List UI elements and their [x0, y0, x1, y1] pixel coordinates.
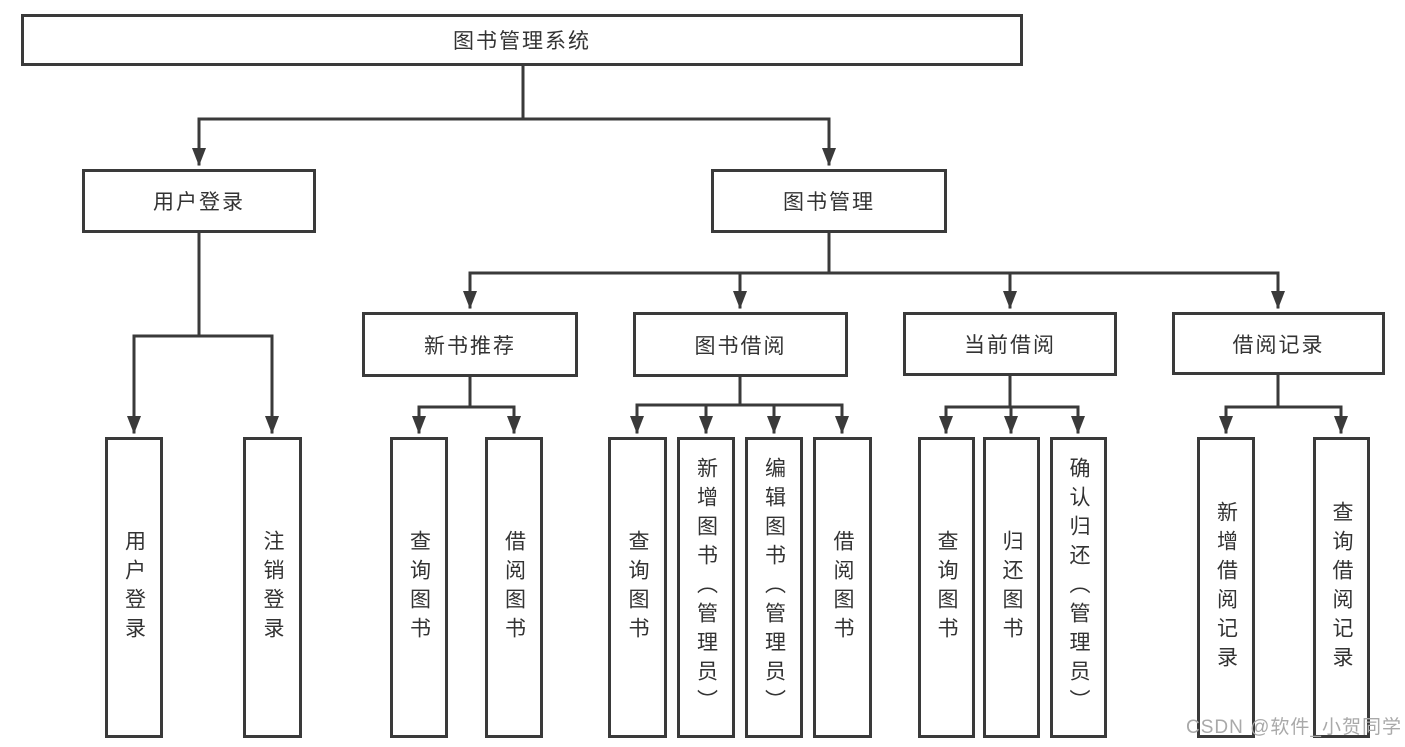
leaf-query-borrow-record-label: 查询借阅记录	[1330, 500, 1353, 675]
node-borrow-record: 借阅记录	[1172, 312, 1385, 375]
leaf-edit-book-admin: 编辑图书（管理员）	[745, 437, 803, 738]
leaf-query-book-current-label: 查询图书	[935, 529, 958, 646]
node-current-borrow-label: 当前借阅	[964, 334, 1056, 357]
node-user-login-label: 用户登录	[153, 191, 245, 214]
leaf-user-login: 用户登录	[105, 437, 163, 738]
node-book-borrow: 图书借阅	[633, 312, 848, 377]
node-book-borrow-label: 图书借阅	[694, 334, 787, 358]
leaf-add-book-admin: 新增图书（管理员）	[677, 437, 735, 738]
leaf-borrow-book: 借阅图书	[813, 437, 872, 738]
node-root: 图书管理系统	[21, 14, 1023, 66]
leaf-query-book-recommend-label: 查询图书	[407, 529, 431, 646]
node-book-management-label: 图书管理	[783, 191, 875, 214]
leaf-borrow-book-label: 借阅图书	[831, 529, 854, 646]
node-user-login: 用户登录	[82, 169, 316, 233]
leaf-add-borrow-record: 新增借阅记录	[1197, 437, 1255, 738]
leaf-query-book-borrow: 查询图书	[608, 437, 667, 738]
leaf-return-book-label: 归还图书	[1000, 529, 1023, 646]
node-root-label: 图书管理系统	[453, 30, 591, 53]
leaf-borrow-book-recommend-label: 借阅图书	[502, 529, 526, 646]
leaf-user-login-label: 用户登录	[122, 529, 146, 646]
leaf-query-borrow-record: 查询借阅记录	[1313, 437, 1370, 738]
node-new-book-recommend-label: 新书推荐	[424, 334, 516, 358]
leaf-return-book: 归还图书	[983, 437, 1040, 738]
leaf-borrow-book-recommend: 借阅图书	[485, 437, 543, 738]
leaf-confirm-return-admin: 确认归还（管理员）	[1050, 437, 1107, 738]
leaf-query-book-borrow-label: 查询图书	[626, 529, 649, 646]
leaf-add-borrow-record-label: 新增借阅记录	[1214, 500, 1238, 675]
leaf-add-book-admin-label: 新增图书（管理员）	[694, 457, 718, 718]
node-book-management: 图书管理	[711, 169, 947, 233]
node-new-book-recommend: 新书推荐	[362, 312, 578, 377]
leaf-confirm-return-admin-label: 确认归还（管理员）	[1067, 457, 1090, 718]
leaf-edit-book-admin-label: 编辑图书（管理员）	[762, 457, 786, 718]
csdn-watermark: CSDN @软件_小贺同学	[1186, 717, 1402, 738]
leaf-logout-label: 注销登录	[261, 529, 284, 646]
leaf-query-book-current: 查询图书	[918, 437, 975, 738]
node-borrow-record-label: 借阅记录	[1232, 333, 1325, 357]
node-current-borrow: 当前借阅	[903, 312, 1117, 376]
leaf-logout: 注销登录	[243, 437, 302, 738]
leaf-query-book-recommend: 查询图书	[390, 437, 448, 738]
